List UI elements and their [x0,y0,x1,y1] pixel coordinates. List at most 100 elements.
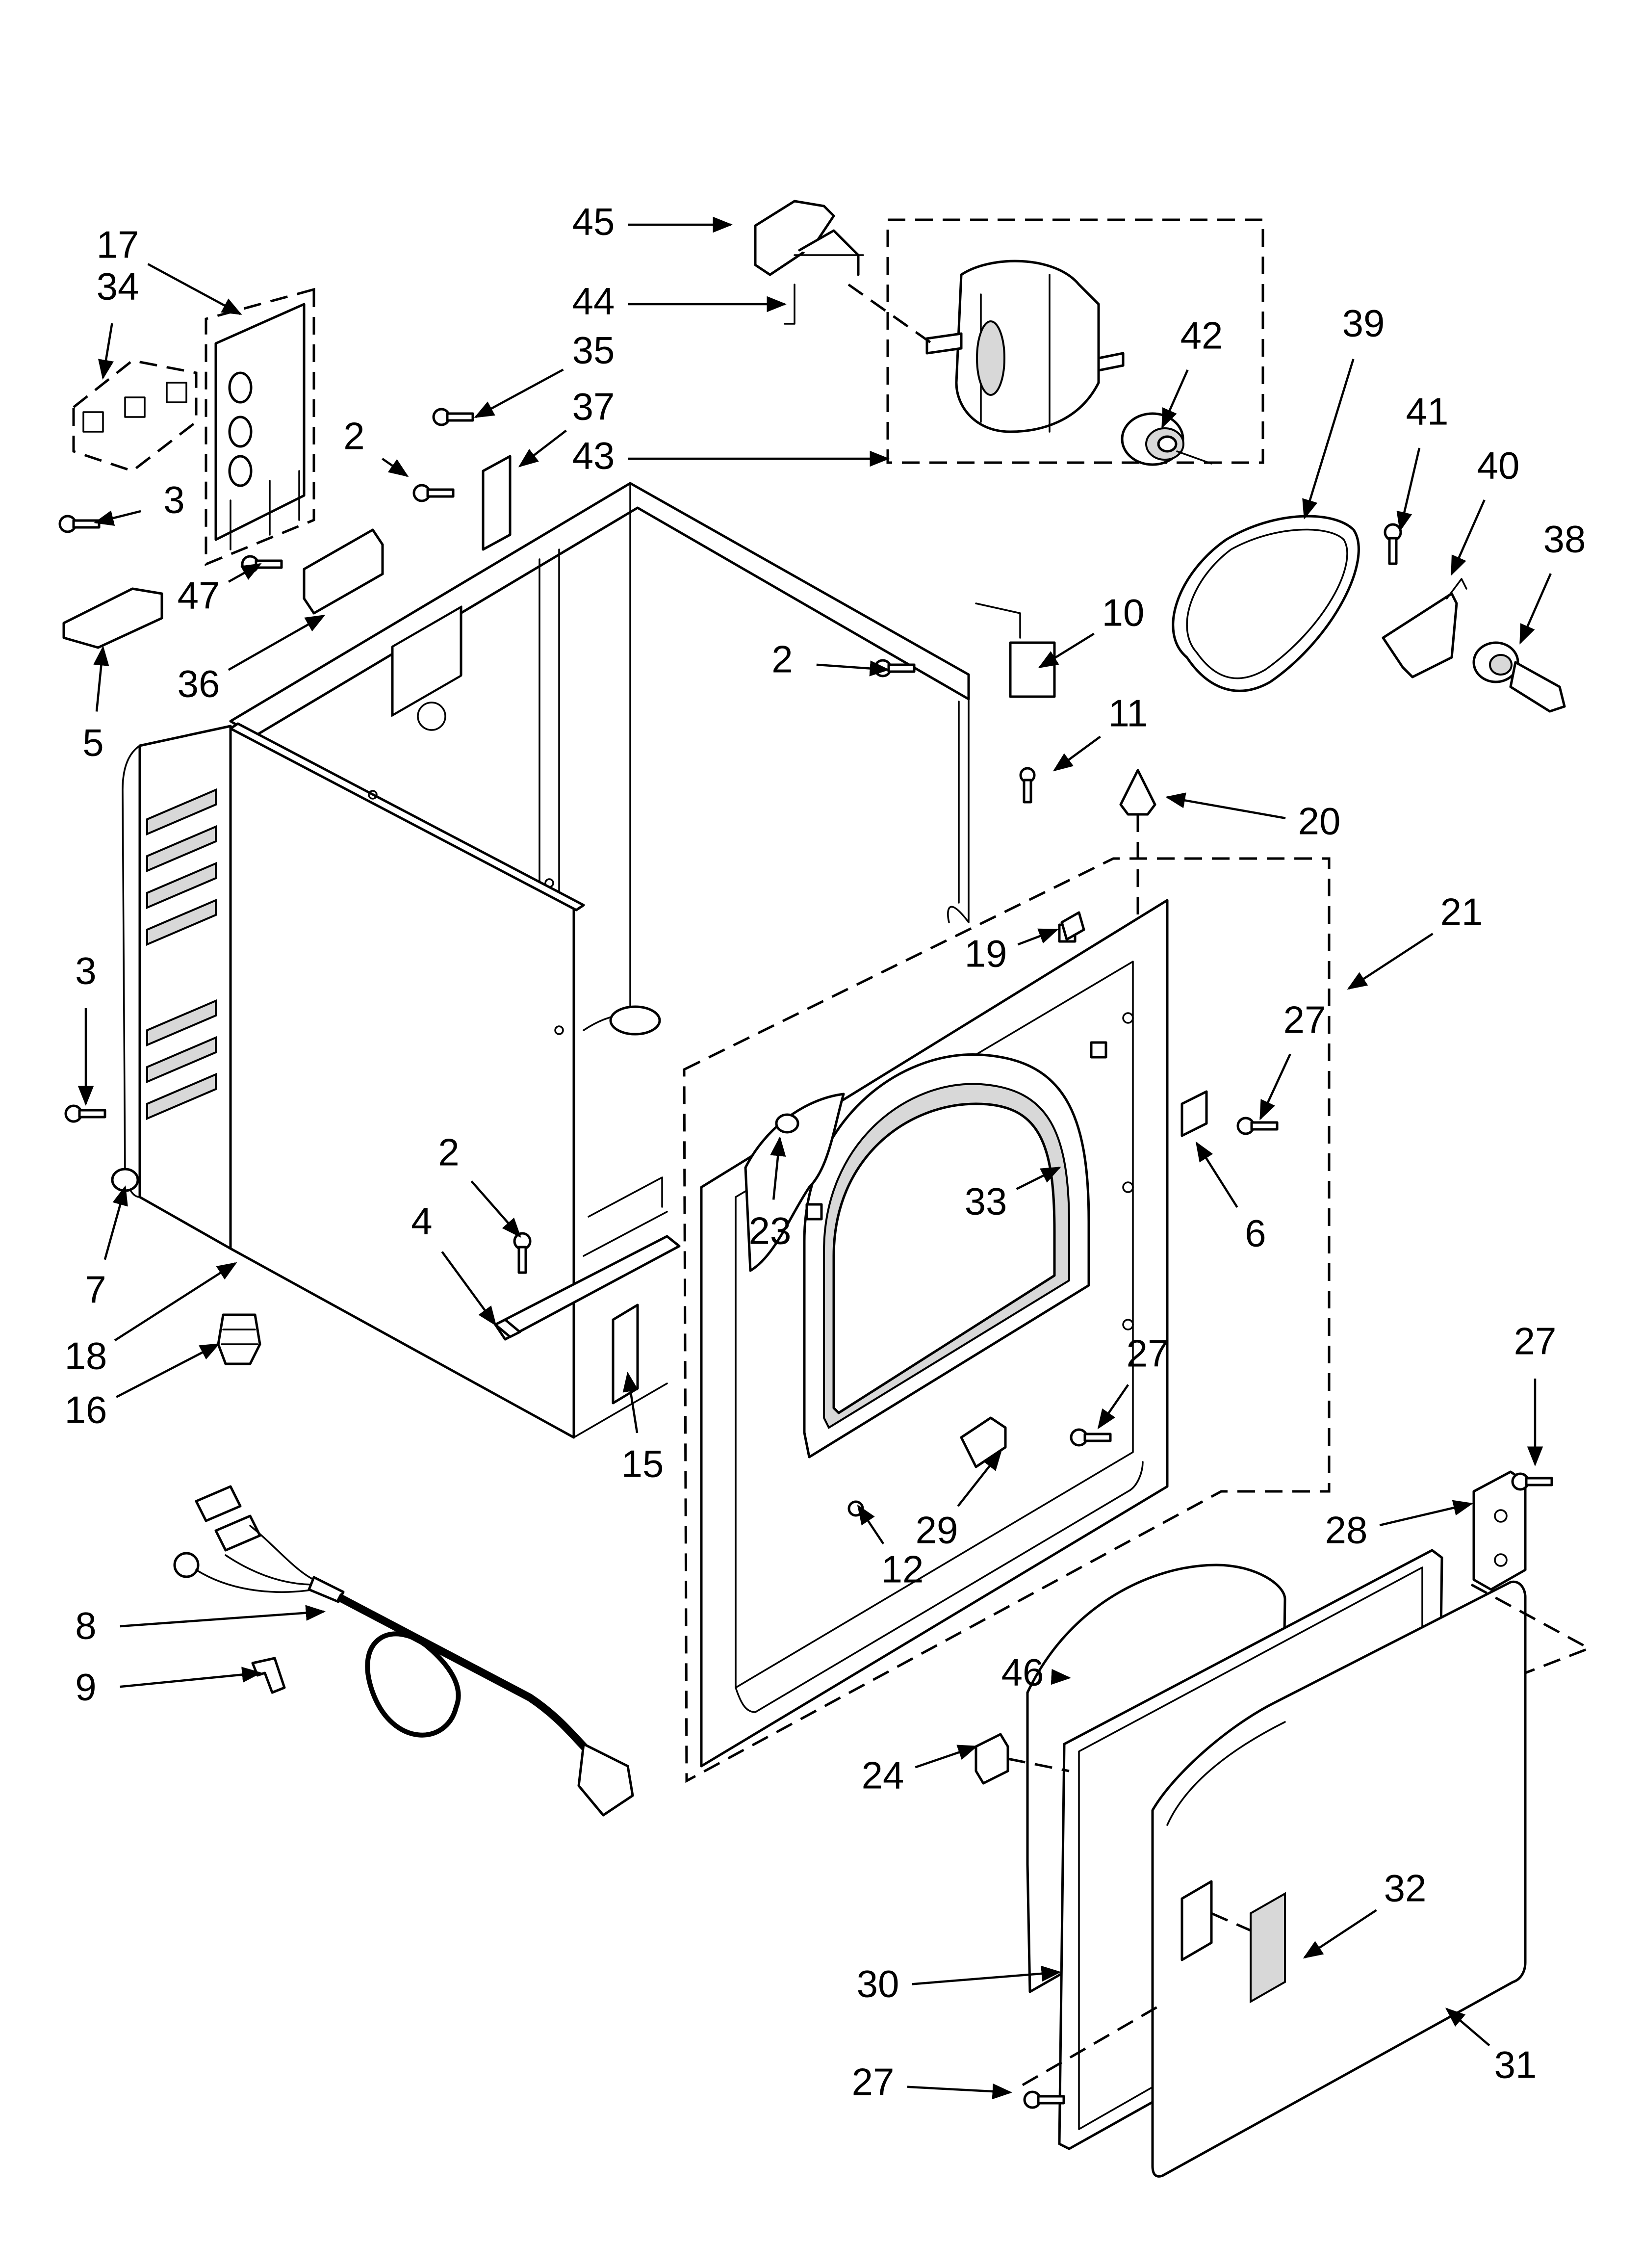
callout-32: 32 [1303,1867,1426,1959]
callout-number: 3 [163,478,184,521]
callout-43: 43 [572,434,890,477]
motor-assembly [847,218,1264,466]
callout-3: 3 [94,478,185,526]
callout-2: 2 [771,638,890,681]
callout-leader [1259,1053,1291,1121]
callout-42: 42 [1161,314,1223,429]
callout-number: 8 [75,1604,96,1647]
callout-number: 10 [1102,591,1145,634]
callout-leader [1396,447,1421,532]
callout-leader [1379,1500,1473,1527]
callout-number: 16 [65,1388,107,1432]
callout-21: 21 [1347,890,1483,990]
callout-leader [1097,1384,1129,1430]
callout-number: 6 [1245,1212,1266,1255]
cord-clamp [251,1657,286,1694]
callout-number: 36 [178,662,220,705]
callout-number: 11 [1108,692,1148,735]
callout-leader [470,1180,521,1238]
cabinet [122,482,970,1439]
callout-number: 43 [572,434,615,477]
callout-number: 12 [881,1548,924,1591]
terminal-block-assembly [72,287,384,615]
callout-number: 24 [862,1754,904,1797]
callout-36: 36 [178,614,326,705]
callout-leader [441,1251,497,1327]
callout-number: 41 [1406,390,1449,433]
callout-leader [1161,369,1189,429]
callout-46: 46 [1001,1651,1072,1694]
callout-leader [957,1450,1002,1507]
callout-number: 2 [343,415,364,458]
callout-45: 45 [572,200,733,243]
callout-44: 44 [572,280,787,323]
callout-39: 39 [1302,302,1385,520]
callout-number: 2 [771,638,793,681]
callout-number: 35 [572,329,615,372]
door [975,1470,1592,2178]
callout-12: 12 [857,1504,924,1591]
callout-layer: 4544173442352374339414038347361021152021… [65,200,1586,2104]
callout-27: 27 [852,2060,1013,2104]
power-cord [173,1485,634,1817]
callout-31: 31 [1445,2007,1537,2086]
fasteners [58,408,1553,2109]
callout-leader [114,1262,237,1342]
callout-number: 7 [85,1268,106,1311]
callout-10: 10 [1038,591,1145,669]
callout-leader [228,563,262,583]
callout-leader [1445,2007,1490,2047]
callout-28: 28 [1325,1500,1473,1552]
callout-leader [228,614,326,671]
callout-leader [98,323,114,380]
motor-mount [754,200,864,325]
callout-18: 18 [65,1262,237,1378]
callout-2: 2 [343,415,409,477]
callout-leader [474,368,564,418]
callout-leader [382,458,409,477]
callout-number: 31 [1494,2043,1537,2086]
callout-9: 9 [75,1666,262,1709]
callout-leader [857,1504,885,1545]
callout-41: 41 [1396,390,1449,532]
callout-number: 42 [1180,314,1223,357]
callout-number: 15 [621,1442,664,1486]
callout-leader [907,2083,1013,2100]
callout-35: 35 [474,329,615,418]
callout-number: 27 [1283,998,1326,1042]
callout-3: 3 [75,949,97,1106]
callout-leader [816,660,890,677]
callout-27: 27 [1514,1320,1556,1467]
callout-leader [1038,632,1095,669]
rear-vents [146,788,217,1121]
callout-number: 38 [1543,518,1586,561]
callout-leader [1051,1668,1072,1685]
drive-belt [1172,515,1360,692]
callout-number: 28 [1325,1509,1368,1552]
callout-16: 16 [65,1343,220,1432]
callout-number: 29 [916,1509,958,1552]
callout-7: 7 [85,1185,128,1311]
callout-number: 18 [65,1334,107,1378]
callout-leader [912,1965,1062,1985]
callout-number: 19 [965,932,1007,975]
callout-leader [93,645,109,712]
callout-leader [1016,1166,1061,1190]
callout-leader [915,1745,978,1769]
callout-29: 29 [916,1450,1002,1552]
callout-leader [770,1136,786,1200]
callout-number: 46 [1001,1651,1044,1694]
front-assembly-outline [683,857,1331,1783]
callout-34: 34 [97,265,139,380]
callout-24: 24 [862,1745,978,1797]
idler-pulley [1472,641,1566,713]
callout-number: 3 [75,949,96,992]
callout-number: 27 [852,2060,895,2104]
callout-number: 37 [572,385,615,428]
callout-11: 11 [1052,692,1148,772]
callout-8: 8 [75,1604,326,1647]
callout-number: 40 [1477,444,1520,487]
callout-number: 2 [438,1131,459,1174]
callout-number: 45 [572,200,615,243]
